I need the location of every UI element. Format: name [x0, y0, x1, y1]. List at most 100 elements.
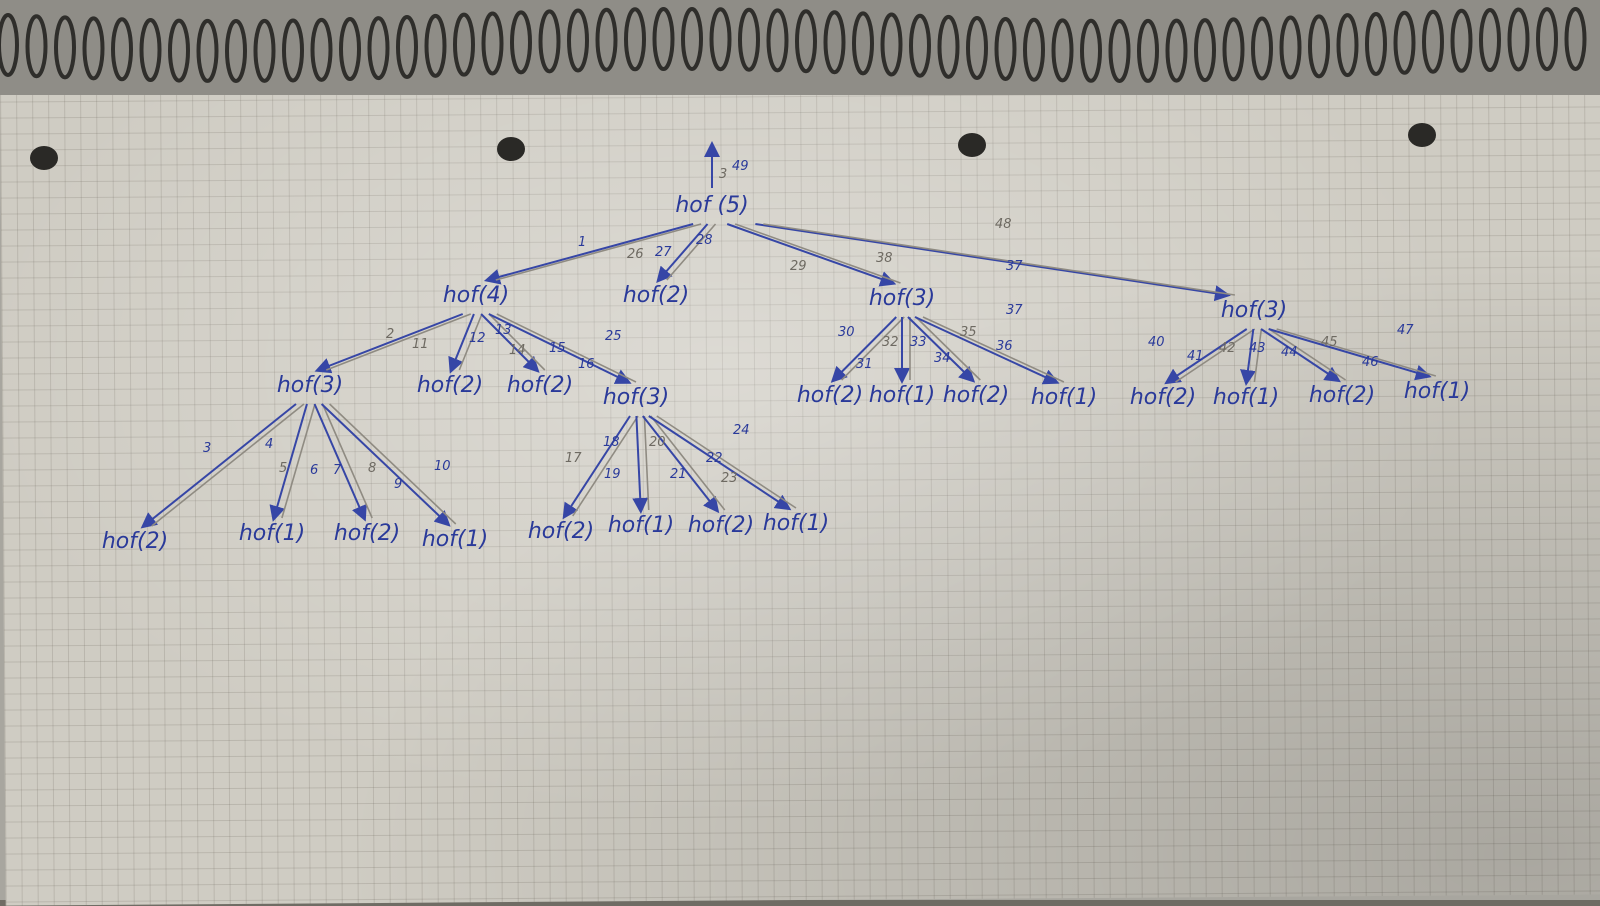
binding-coil: [481, 11, 504, 76]
root-return-number: 49: [732, 159, 749, 174]
tree-node-label: hof(2): [1130, 385, 1196, 410]
binding-coil: [111, 17, 133, 82]
step-number: 43: [1249, 341, 1266, 356]
step-number: 12: [469, 331, 486, 346]
binding-coil: [994, 16, 1017, 81]
binding-coil: [310, 17, 333, 82]
step-number: 8: [368, 461, 376, 476]
binding-coil: [0, 13, 19, 77]
punch-hole-2: [497, 137, 525, 161]
step-number: 46: [1362, 355, 1379, 370]
tree-node-label: hof(2): [507, 373, 573, 398]
binding-coil: [738, 7, 760, 72]
step-number: 30: [838, 325, 855, 340]
tree-node-label: hof(1): [763, 511, 829, 536]
binding-coil: [1251, 16, 1273, 81]
call-arrow: [314, 313, 464, 374]
return-arrow: [321, 403, 373, 519]
binding-coil: [1051, 18, 1074, 83]
binding-coil: [1080, 18, 1102, 83]
tree-node-label: hof(1): [239, 521, 305, 546]
binding-coil: [1536, 7, 1558, 72]
step-number: 25: [605, 329, 622, 344]
tree-node-label: hof(2): [943, 383, 1009, 408]
binding-coil: [54, 15, 76, 80]
binding-coil: [1450, 8, 1473, 73]
return-arrow: [495, 223, 702, 281]
return-arrow: [496, 313, 637, 383]
binding-coil: [1365, 11, 1387, 76]
call-arrow: [488, 313, 632, 384]
tree-node-label: hof(3): [869, 286, 935, 311]
binding-coil: [966, 15, 988, 80]
punch-hole-4: [1408, 123, 1436, 147]
step-number: 24: [733, 423, 750, 438]
return-arrow: [763, 223, 1236, 296]
binding-coil: [139, 18, 162, 83]
call-arrow: [656, 223, 709, 284]
binding-coil: [253, 18, 276, 83]
binding-coil: [1194, 18, 1216, 83]
return-arrow: [650, 415, 726, 511]
step-number: 6: [310, 463, 318, 478]
call-arrow: [914, 316, 1060, 385]
tree-node-label: hof(2): [102, 529, 168, 554]
root-return-pencil-number: 3: [719, 167, 727, 182]
tree-node-label: hof(3): [603, 385, 669, 410]
binding-coil: [1564, 7, 1587, 72]
binding-coil: [1279, 15, 1302, 80]
return-arrow: [734, 223, 901, 284]
binding-coil: [1422, 9, 1444, 74]
binding-coil: [1108, 18, 1131, 83]
spiral-binding: [0, 0, 1600, 95]
step-number: 37: [1006, 259, 1023, 274]
step-number: 27: [655, 245, 672, 260]
binding-coil: [82, 16, 105, 81]
binding-coil: [196, 18, 219, 83]
call-arrow: [907, 316, 976, 383]
step-number: 28: [696, 233, 713, 248]
step-number: 48: [995, 217, 1012, 232]
binding-coil: [1222, 17, 1245, 82]
tree-node-label: hof(2): [528, 519, 594, 544]
tree-node-label: hof(2): [1309, 383, 1375, 408]
binding-coil: [1507, 7, 1530, 72]
return-arrow: [488, 313, 546, 371]
binding-coil: [424, 13, 447, 78]
binding-coil: [339, 17, 361, 82]
return-arrow: [915, 316, 981, 381]
step-number: 9: [394, 477, 402, 492]
binding-coil: [909, 13, 931, 78]
binding-coil: [367, 16, 390, 81]
return-arrow: [1253, 328, 1263, 383]
step-number: 5: [279, 461, 287, 476]
call-arrow: [480, 313, 540, 373]
step-number: 20: [649, 435, 666, 450]
call-arrow: [1268, 328, 1432, 381]
tree-node-label: hof(1): [422, 527, 488, 552]
step-number: 40: [1148, 335, 1165, 350]
call-arrow: [726, 223, 897, 287]
binding-coil: [225, 18, 247, 83]
step-number: 7: [333, 463, 342, 478]
step-number: 32: [882, 335, 899, 350]
return-arrow: [1175, 328, 1256, 383]
step-number: 22: [706, 451, 723, 466]
call-arrow: [448, 313, 475, 374]
return-arrow: [1268, 328, 1347, 381]
binding-coil: [681, 7, 703, 72]
step-number: 36: [996, 339, 1013, 354]
call-arrow: [1164, 328, 1248, 385]
step-number: 23: [721, 471, 738, 486]
tree-nodes: hof (5)hof(4)hof(2)hof(3)hof(3)hof(3)hof…: [102, 193, 1470, 554]
return-arrow: [458, 313, 483, 371]
call-arrow: [313, 403, 367, 522]
binding-coil: [1137, 18, 1159, 83]
step-number: 38: [876, 251, 893, 266]
binding-coil: [282, 18, 304, 83]
step-number: 31: [856, 357, 873, 372]
step-number: 34: [934, 351, 951, 366]
call-arrow: [269, 403, 308, 522]
binding-coil: [567, 8, 589, 73]
